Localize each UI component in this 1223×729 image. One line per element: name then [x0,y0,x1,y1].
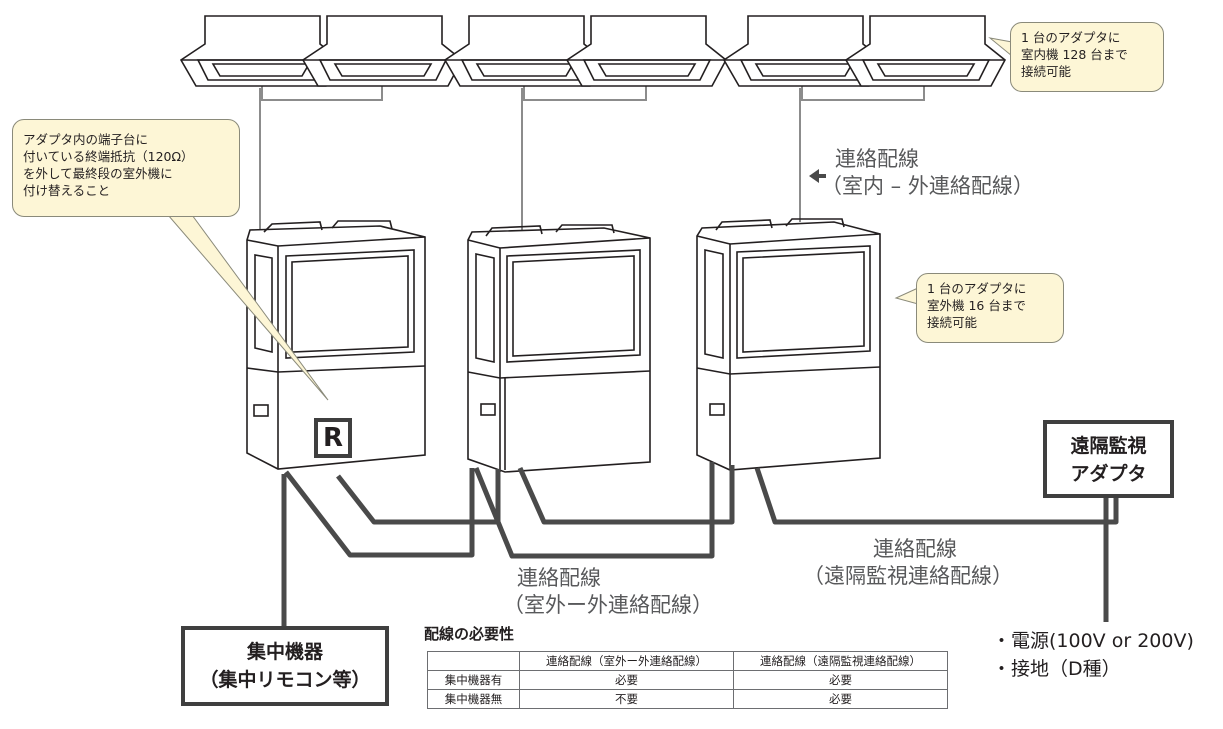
outdoor-unit [696,218,881,471]
table-header-cell [427,651,520,671]
table-header-cell: 連絡配線（室外ー外連絡配線） [519,651,734,671]
callout-line: を外して最終段の室外機に [23,166,173,181]
table-cell: 必要 [519,670,734,690]
table-cell: 集中機器有 [427,670,520,690]
table-row: 集中機器有 必要 必要 [427,670,948,690]
callout-line: 室内機 128 台まで [1021,47,1128,62]
indoor-unit [301,15,464,87]
remote-monitor-adapter-box: 遠隔監視 アダプタ [1043,420,1174,498]
callout-line: 1 台のアダプタに [927,281,1027,296]
callout-line: 接続可能 [1021,64,1072,79]
table-cell: 集中機器無 [427,689,520,709]
adapter-title-line: アダプタ [1070,463,1147,485]
central-controller-box: 集中機器 （集中リモコン等） [181,626,389,706]
ground-line: ・接地（D種） [992,658,1121,680]
adapter-title-line: 遠隔監視 [1070,435,1147,457]
power-supply-note: ・電源(100V or 200V) ・接地（D種） [992,627,1194,683]
callout-pointer [894,287,919,305]
terminator-badge: R [314,418,352,458]
table-cell: 不要 [519,689,734,709]
label-line: 連絡配線 [873,537,957,561]
label-line: （遠隔監視連絡配線） [803,564,1013,588]
table-row: 集中機器無 不要 必要 [427,689,948,709]
central-controller-title: 集中機器 [246,641,323,663]
callout-line: アダプタ内の端子台に [23,132,149,147]
requirements-table: 連絡配線（室外ー外連絡配線） 連絡配線（遠隔監視連絡配線） 集中機器有 必要 必… [427,651,948,709]
indoor-unit [844,15,1007,87]
label-line: 連絡配線 [835,147,919,171]
table-header-row: 連絡配線（室外ー外連絡配線） 連絡配線（遠隔監視連絡配線） [427,651,948,671]
indoor-unit [565,15,728,87]
callout-outdoor-limit: 1 台のアダプタに 室外機 16 台まで 接続可能 [916,273,1064,343]
outdoor-outdoor-wiring [281,462,715,628]
table-cell: 必要 [733,689,948,709]
label-line: 連絡配線 [517,566,601,590]
callout-line: 室外機 16 台まで [927,298,1026,313]
indoor-outdoor-wiring [259,78,925,232]
remote-monitor-wiring-label: 連絡配線 （遠隔監視連絡配線） [803,536,1013,590]
callout-indoor-limit: 1 台のアダプタに 室内機 128 台まで 接続可能 [1010,22,1164,92]
table-cell: 必要 [733,670,948,690]
callout-terminator: アダプタ内の端子台に 付いている終端抵抗（120Ω） を外して最終段の室外機に … [12,119,240,217]
arrow-icon [809,169,826,183]
central-controller-subtitle: （集中リモコン等） [199,669,371,691]
callout-line: 1 台のアダプタに [1021,30,1121,45]
outdoor-outdoor-wiring-label: 連絡配線 （室外ー外連絡配線） [503,565,713,619]
callout-line: 接続可能 [927,315,978,330]
indoor-outdoor-wiring-label: 連絡配線 （室内 – 外連絡配線） [821,146,1034,200]
table-title: 配線の必要性 [424,625,515,643]
table-header-cell: 連絡配線（遠隔監視連絡配線） [733,651,948,671]
label-line: （室内 – 外連絡配線） [821,174,1034,198]
label-line: （室外ー外連絡配線） [503,593,713,617]
power-line: ・電源(100V or 200V) [992,630,1194,652]
callout-line: 付いている終端抵抗（120Ω） [23,149,194,164]
remote-monitor-wiring [336,465,1119,622]
outdoor-unit [246,220,426,470]
outdoor-unit [467,224,651,473]
callout-line: 付け替えること [23,183,111,198]
